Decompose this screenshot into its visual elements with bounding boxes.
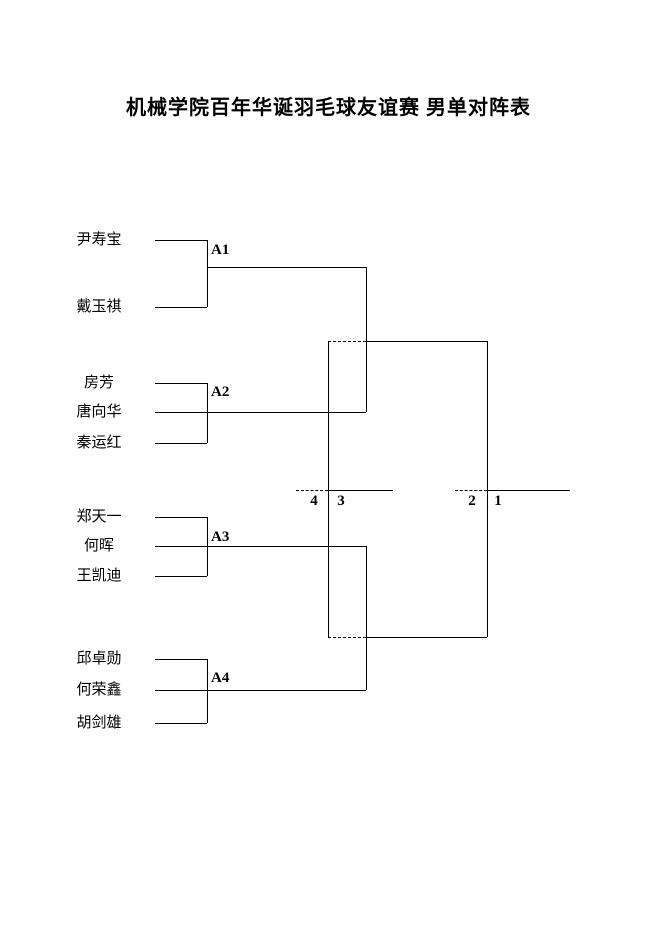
placement-line-dashed [455,490,487,491]
player-name: 胡剑雄 [76,715,122,731]
semifinal-vertical [366,267,367,412]
player-line [155,412,207,413]
third-place-feed-dashed [328,341,366,342]
player-name: 何晖 [83,538,114,554]
player-line [155,690,207,691]
player-line [155,443,207,444]
final-feed-line [366,341,487,342]
player-line [155,723,207,724]
player-name: 房芳 [83,375,114,391]
player-line [155,383,207,384]
group-bracket-vertical [207,240,208,307]
player-line [155,659,207,660]
player-name: 唐向华 [76,404,122,420]
player-name: 邱卓勋 [76,651,122,667]
placement-3: 3 [337,493,345,509]
group-bracket-vertical [207,659,208,723]
advance-line [207,690,366,691]
group-bracket-vertical [207,383,208,443]
placement-1: 1 [494,493,502,509]
placement-4: 4 [310,493,318,509]
player-line [155,546,207,547]
player-line [155,240,207,241]
final-feed-line [366,637,487,638]
player-name: 戴玉祺 [76,299,122,315]
group-label-a2: A2 [211,384,230,400]
semifinal-vertical [366,546,367,690]
player-name: 郑天一 [76,509,122,525]
group-label-a4: A4 [211,670,230,686]
placement-line-12 [487,490,570,491]
placement-2: 2 [468,493,476,509]
advance-line [207,546,366,547]
advance-line [207,267,366,268]
player-line [155,576,207,577]
player-line [155,517,207,518]
player-name: 尹寿宝 [76,232,122,248]
third-place-vertical [328,341,329,637]
advance-line [207,412,366,413]
player-name: 秦运红 [76,435,122,451]
placement-line-dashed [296,490,328,491]
group-label-a1: A1 [211,242,230,258]
final-vertical [487,341,488,637]
player-name: 何荣鑫 [76,682,122,698]
player-line [155,307,207,308]
placement-line-34 [328,490,393,491]
third-place-feed-dashed [328,637,366,638]
page-title: 机械学院百年华诞羽毛球友谊赛 男单对阵表 [126,97,531,119]
group-label-a3: A3 [211,529,230,545]
player-name: 王凯迪 [76,568,122,584]
